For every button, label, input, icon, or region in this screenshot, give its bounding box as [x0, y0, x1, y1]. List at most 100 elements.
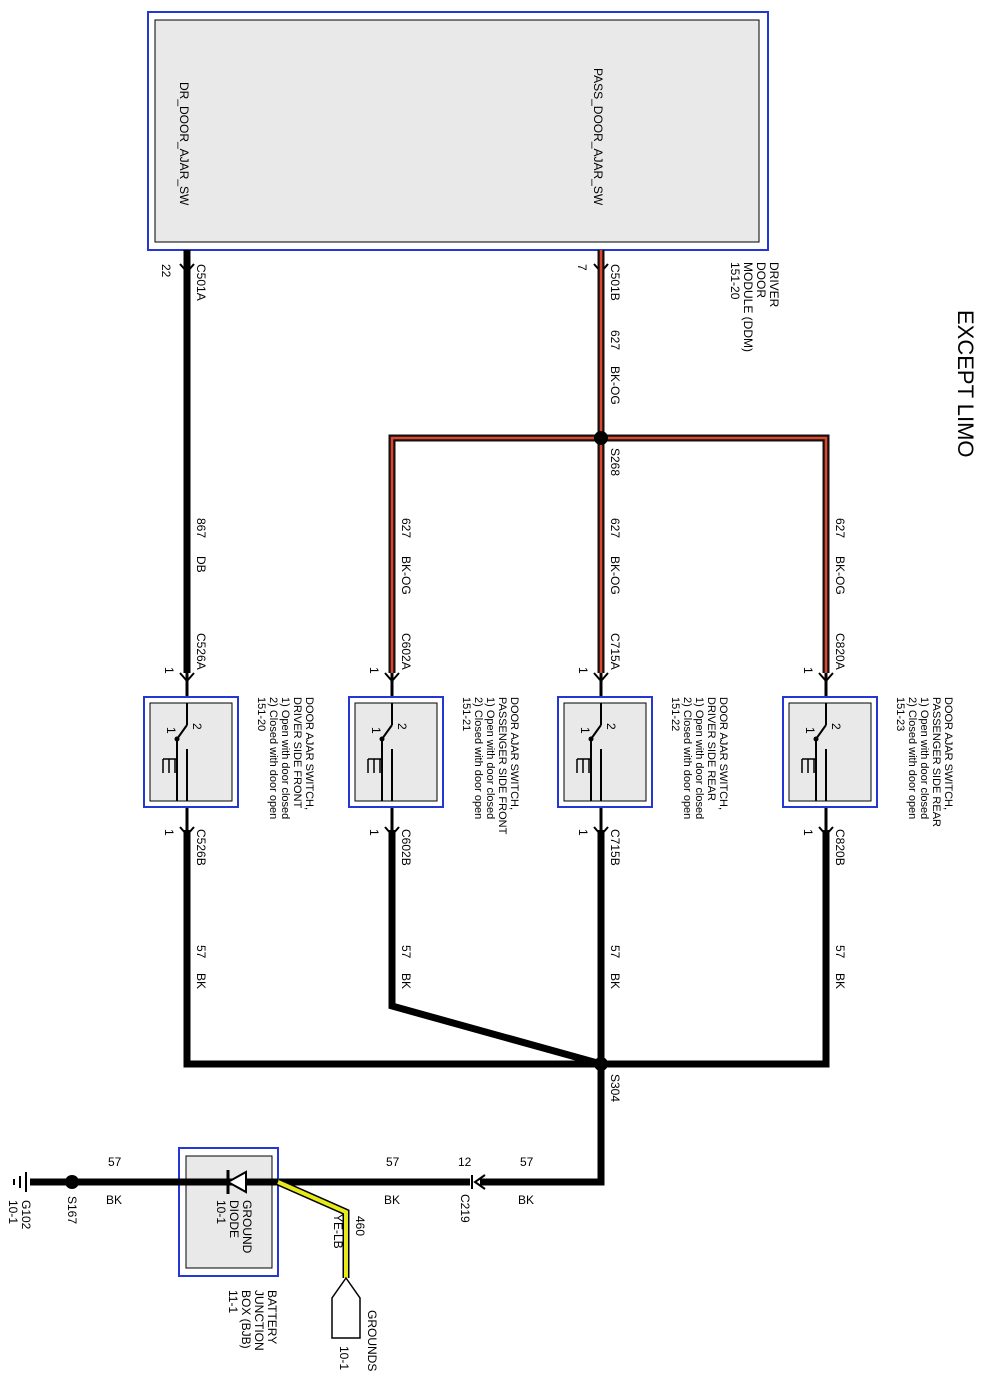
- svg-text:S167: S167: [65, 1196, 79, 1224]
- connector-bottom-label: C602B: [399, 829, 413, 866]
- wire-57-grounds: 57 BK 57 BK 57 BK 57 BK: [183, 830, 847, 1068]
- svg-text:57: 57: [194, 945, 208, 959]
- switch-description-line: 2) Closed with door open: [906, 697, 918, 819]
- switch-description-line: 1) Open with door closed: [918, 697, 930, 819]
- svg-text:BK: BK: [833, 973, 847, 989]
- switch-description-line: DOOR AJAR SWITCH,: [717, 697, 729, 810]
- switch-description-line: DOOR AJAR SWITCH,: [508, 697, 520, 810]
- svg-text:22: 22: [159, 264, 173, 278]
- svg-text:DB: DB: [194, 556, 208, 573]
- svg-text:JUNCTION: JUNCTION: [252, 1290, 266, 1351]
- switch-description-line: PASSENGER SIDE FRONT: [496, 697, 508, 835]
- connector-top-pin: 1: [367, 667, 381, 674]
- splice-s167: S167: [65, 1175, 79, 1224]
- svg-text:57: 57: [399, 945, 413, 959]
- switch-pin-2: 2: [604, 723, 618, 730]
- connector-top-label: C820A: [833, 633, 847, 670]
- connector-top-mark: [593, 672, 609, 683]
- ddm-pin-left-label: DR_DOOR_AJAR_SW: [177, 82, 191, 206]
- switch-icon: [801, 703, 827, 801]
- switch-description-line: PASSENGER SIDE REAR: [930, 697, 942, 827]
- svg-text:57: 57: [833, 945, 847, 959]
- svg-text:C501A: C501A: [194, 264, 208, 301]
- svg-text:57: 57: [608, 945, 622, 959]
- switch-description-line: DOOR AJAR SWITCH,: [942, 697, 954, 810]
- switch-description-line: 151-21: [460, 697, 472, 731]
- ground-diode-label: GROUND DIODE 10-1: [214, 1200, 254, 1254]
- svg-text:627: 627: [399, 518, 413, 538]
- svg-text:627: 627: [833, 518, 847, 538]
- connector-top-label: C526A: [194, 633, 208, 670]
- ddm-name: DRIVER DOOR MODULE (DDM) 151-20: [728, 262, 781, 352]
- switch-pin-1: 1: [803, 727, 817, 734]
- switch-description-line: 151-23: [894, 697, 906, 731]
- connector-top-mark: [818, 672, 834, 683]
- ground-icon: [13, 1172, 27, 1192]
- battery-junction-box: GROUND DIODE 10-1 BATTERY JUNCTION BOX (…: [178, 1147, 279, 1351]
- switch-description-line: 151-22: [669, 697, 681, 731]
- svg-text:BK-OG: BK-OG: [608, 556, 622, 595]
- switch-description-line: DRIVER SIDE FRONT: [291, 697, 303, 809]
- connector-c219: 12 C219: [458, 1155, 486, 1223]
- wire-57-to-c219: 57 BK: [480, 1064, 605, 1207]
- wire-57-c219-to-bjb: 57 BK: [278, 1155, 470, 1207]
- connector-top-label: C715A: [608, 633, 622, 670]
- svg-text:BK: BK: [608, 973, 622, 989]
- svg-text:627: 627: [608, 330, 622, 350]
- svg-text:12: 12: [458, 1155, 472, 1169]
- ddm-pin-right-label: PASS_DOOR_AJAR_SW: [591, 68, 605, 206]
- wire-627-branches: 627 BK-OG 627 BK-OG 627 BK-OG: [388, 434, 847, 673]
- svg-text:10-1: 10-1: [337, 1346, 351, 1370]
- switch-description-line: 1) Open with door closed: [693, 697, 705, 819]
- svg-text:DOOR: DOOR: [754, 262, 768, 298]
- svg-text:151-20: 151-20: [728, 262, 742, 300]
- svg-text:7: 7: [575, 264, 589, 271]
- connector-top-label: C602A: [399, 633, 413, 670]
- switch-description-line: DRIVER SIDE REAR: [705, 697, 717, 801]
- connector-bottom-label: C820B: [833, 829, 847, 866]
- switch-pin-2: 2: [395, 723, 409, 730]
- svg-text:BK: BK: [384, 1193, 400, 1207]
- svg-text:BK: BK: [518, 1193, 534, 1207]
- switch-pin-1: 1: [578, 727, 592, 734]
- svg-text:DRIVER: DRIVER: [767, 262, 781, 308]
- svg-text:57: 57: [520, 1155, 534, 1169]
- switch-pin-1: 1: [369, 727, 383, 734]
- svg-text:C219: C219: [458, 1194, 472, 1223]
- svg-text:GROUNDS: GROUNDS: [365, 1310, 379, 1371]
- wire-627-main: 627 BK-OG: [597, 250, 622, 438]
- ground-g102: G102 10-1: [6, 1172, 33, 1230]
- switch-pin-1: 1: [164, 727, 178, 734]
- switch-description-line: 2) Closed with door open: [472, 697, 484, 819]
- wire-57-to-ground: 57 BK: [30, 1155, 179, 1207]
- svg-text:BATTERY: BATTERY: [265, 1290, 279, 1344]
- connector-bottom-pin: 1: [162, 829, 176, 836]
- svg-text:YE-LB: YE-LB: [331, 1214, 345, 1249]
- switch-description-line: 1) Open with door closed: [484, 697, 496, 819]
- svg-text:BK-OG: BK-OG: [833, 556, 847, 595]
- svg-text:S268: S268: [608, 448, 622, 476]
- switch-description-line: 151-20: [255, 697, 267, 731]
- svg-text:C501B: C501B: [608, 264, 622, 301]
- svg-text:DIODE: DIODE: [227, 1200, 241, 1238]
- svg-text:GROUND: GROUND: [240, 1200, 254, 1254]
- connector-bottom-pin: 1: [801, 829, 815, 836]
- svg-text:G102: G102: [19, 1200, 33, 1230]
- svg-text:BK-OG: BK-OG: [399, 556, 413, 595]
- ground-diode-icon: [225, 1170, 247, 1194]
- connector-bottom-label: C715B: [608, 829, 622, 866]
- switch-description-line: DOOR AJAR SWITCH,: [303, 697, 315, 810]
- svg-text:10-1: 10-1: [6, 1200, 20, 1224]
- connector-top-pin: 1: [801, 667, 815, 674]
- switch-icon: [367, 703, 393, 801]
- connector-top-pin: 1: [576, 667, 590, 674]
- svg-text:BK: BK: [399, 973, 413, 989]
- connector-bottom-pin: 1: [367, 829, 381, 836]
- page-title: EXCEPT LIMO: [953, 310, 978, 458]
- connector-bottom-label: C526B: [194, 829, 208, 866]
